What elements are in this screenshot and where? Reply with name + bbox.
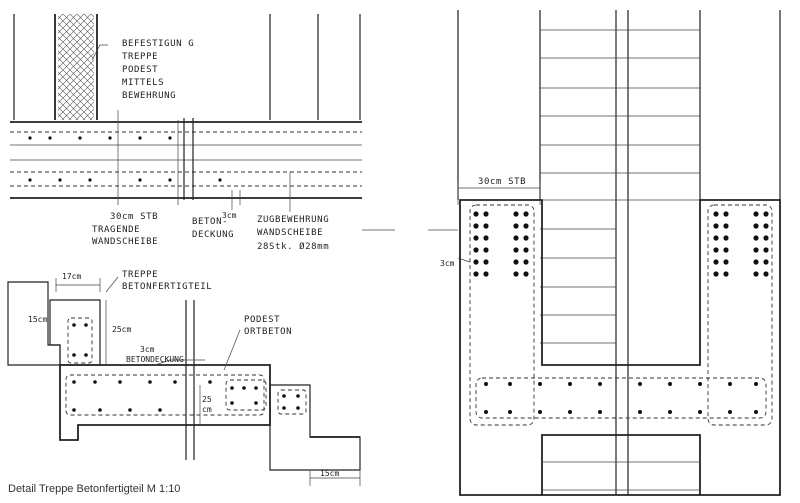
svg-text:BEWEHRUNG: BEWEHRUNG [122, 91, 176, 101]
wall-section-detail [10, 14, 458, 231]
slab-rebar [28, 136, 222, 182]
label-15cm-left: 15cm [28, 315, 47, 324]
drawing-caption: Detail Treppe Betonfertigteil M 1:10 [8, 483, 180, 495]
svg-text:MITTELS: MITTELS [122, 78, 164, 88]
plan-rebar [473, 211, 769, 414]
svg-text:BETON-: BETON- [192, 217, 228, 227]
svg-text:28Stk. Ø28mm: 28Stk. Ø28mm [257, 241, 329, 252]
svg-text:DECKUNG: DECKUNG [192, 230, 234, 240]
stair-treads [540, 29, 700, 344]
label-beton-deckung: BETON- DECKUNG [192, 217, 234, 240]
svg-text:BEFESTIGUN G: BEFESTIGUN G [122, 39, 194, 49]
svg-text:PODEST: PODEST [244, 315, 280, 325]
label-25cm: 25cm [112, 325, 131, 334]
svg-text:BETONFERTIGTEIL: BETONFERTIGTEIL [122, 282, 212, 292]
label-15cm-bottom: 15cm [320, 469, 339, 478]
label-17cm: 17cm [62, 272, 81, 281]
label-betondeckung-low: 3cm BETONDECKUNG [126, 345, 184, 364]
label-treppe-fertigteil: TREPPE BETONFERTIGTEIL [122, 270, 212, 292]
svg-text:WANDSCHEIBE: WANDSCHEIBE [92, 237, 158, 247]
svg-text:BETONDECKUNG: BETONDECKUNG [126, 355, 184, 364]
svg-text:25: 25 [202, 395, 212, 404]
svg-text:3cm: 3cm [140, 345, 155, 354]
svg-text:TRAGENDE: TRAGENDE [92, 225, 140, 235]
label-podest: PODEST ORTBETON [244, 315, 292, 337]
stair-rebar [72, 323, 300, 412]
plan-view [457, 10, 781, 496]
label-stb-right: 30cm STB [478, 177, 526, 187]
svg-text:ORTBETON: ORTBETON [244, 327, 292, 337]
svg-text:TREPPE: TREPPE [122, 52, 158, 62]
wall-core-hatch [58, 14, 94, 120]
stair-detail [7, 276, 361, 486]
label-befestigung: BEFESTIGUN G TREPPE PODEST MITTELS BEWEH… [122, 39, 194, 101]
label-3cm-top: 3cm [222, 211, 237, 220]
svg-text:PODEST: PODEST [122, 65, 158, 75]
svg-text:ZUGBEWEHRUNG: ZUGBEWEHRUNG [257, 215, 329, 225]
label-25cm-vertical: 25 cm [202, 395, 212, 414]
label-tragende: TRAGENDE WANDSCHEIBE [92, 225, 158, 247]
label-3cm-right: 3cm [440, 259, 455, 268]
svg-text:cm: cm [202, 405, 212, 414]
label-stb-top: 30cm STB [110, 212, 158, 222]
label-zugbewehrung: ZUGBEWEHRUNG WANDSCHEIBE 28Stk. Ø28mm [257, 215, 329, 252]
svg-text:WANDSCHEIBE: WANDSCHEIBE [257, 228, 323, 238]
svg-text:TREPPE: TREPPE [122, 270, 158, 280]
